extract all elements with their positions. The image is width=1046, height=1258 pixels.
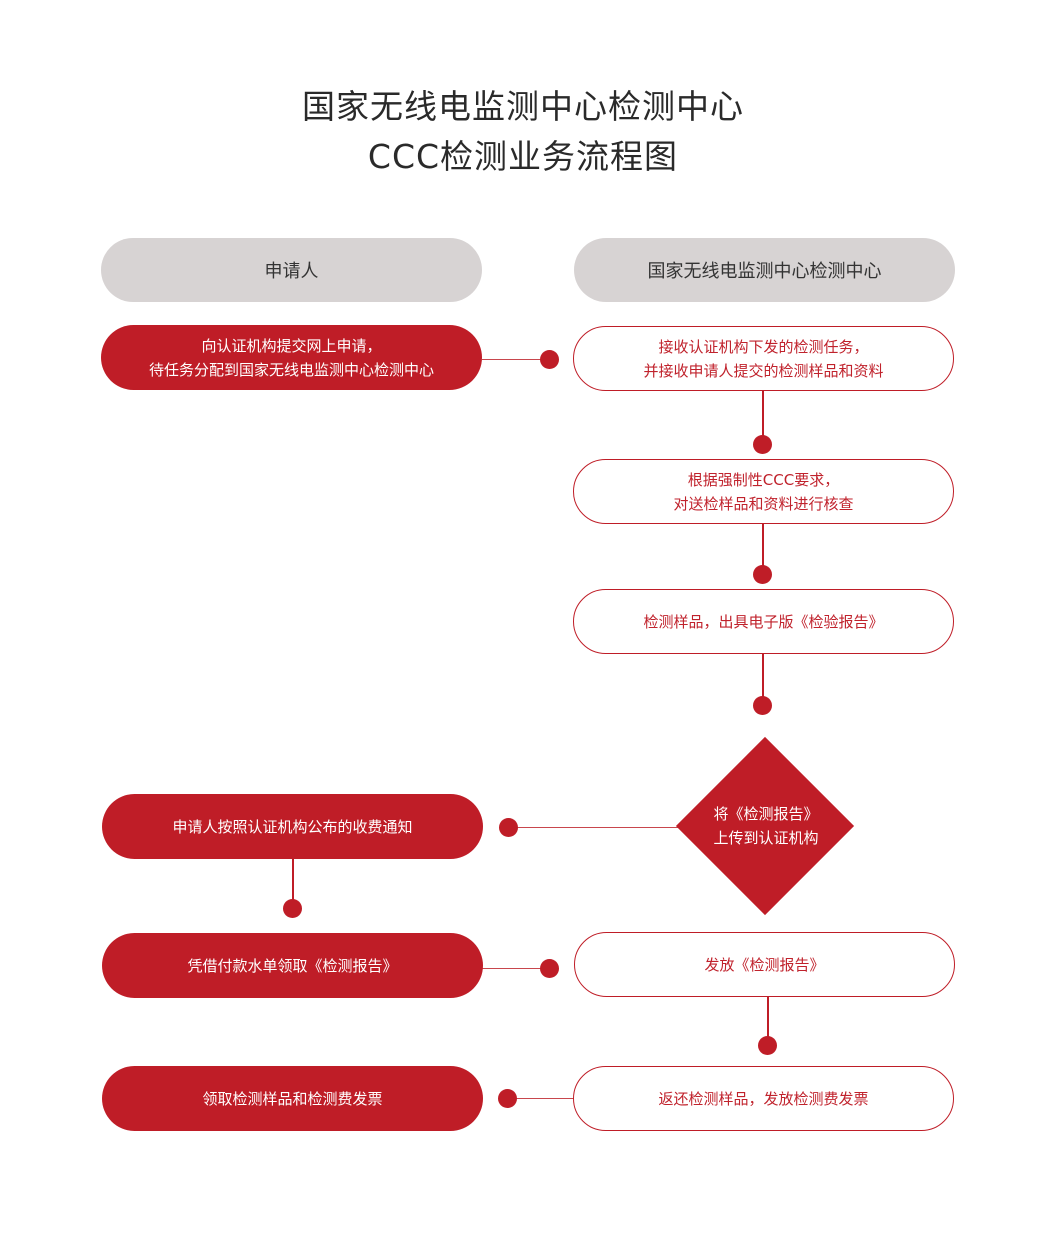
- connector-dot: [498, 1089, 517, 1108]
- step-receive-task-line1: 接收认证机构下发的检测任务，: [658, 337, 869, 356]
- diagram-subtitle: CCC检测业务流程图: [367, 137, 679, 176]
- lane-header-applicant-label: 申请人: [264, 261, 319, 282]
- step-upload-report: 将《检测报告》 上传到认证机构: [676, 802, 856, 850]
- step-issue-report: 发放《检测报告》: [574, 932, 955, 997]
- step-fee-notice-label: 申请人按照认证机构公布的收费通知: [172, 817, 413, 836]
- connector-upload-fee: [508, 827, 680, 828]
- step-collect-samples-label: 领取检测样品和检测费发票: [202, 1089, 383, 1108]
- connector-issue-return: [767, 997, 769, 1045]
- connector-verify-test: [762, 523, 764, 574]
- connector-issue-collect: [482, 968, 550, 969]
- lane-header-applicant: 申请人: [101, 238, 482, 302]
- connector-dot: [753, 696, 772, 715]
- step-fee-notice: 申请人按照认证机构公布的收费通知: [102, 794, 483, 859]
- connector-apply-receive: [482, 359, 550, 360]
- connector-dot: [283, 899, 302, 918]
- connector-dot: [540, 350, 559, 369]
- diagram-title: 国家无线电监测中心检测中心: [302, 87, 744, 126]
- connector-dot: [758, 1036, 777, 1055]
- step-collect-report: 凭借付款水单领取《检测报告》: [102, 933, 483, 998]
- connector-dot: [540, 959, 559, 978]
- step-verify-samples: 根据强制性CCC要求， 对送检样品和资料进行核查: [573, 459, 954, 524]
- step-test-report-label: 检测样品，出具电子版《检验报告》: [643, 612, 884, 631]
- step-apply-online: 向认证机构提交网上申请， 待任务分配到国家无线电监测中心检测中心: [101, 325, 482, 390]
- step-apply-online-line2: 待任务分配到国家无线电监测中心检测中心: [148, 360, 434, 379]
- step-receive-task-line2: 并接收申请人提交的检测样品和资料: [643, 361, 884, 380]
- step-return-samples: 返还检测样品，发放检测费发票: [573, 1066, 954, 1131]
- step-collect-report-label: 凭借付款水单领取《检测报告》: [187, 956, 398, 975]
- connector-receive-verify: [762, 390, 764, 444]
- connector-dot: [753, 565, 772, 584]
- lane-header-center: 国家无线电监测中心检测中心: [574, 238, 955, 302]
- step-upload-report-line2: 上传到认证机构: [713, 829, 819, 847]
- connector-dot: [753, 435, 772, 454]
- step-upload-report-line1: 将《检测报告》: [713, 805, 819, 823]
- step-issue-report-label: 发放《检测报告》: [704, 955, 825, 974]
- step-apply-online-line1: 向认证机构提交网上申请，: [201, 336, 382, 355]
- step-return-samples-label: 返还检测样品，发放检测费发票: [658, 1089, 869, 1108]
- step-test-report: 检测样品，出具电子版《检验报告》: [573, 589, 954, 654]
- step-receive-task: 接收认证机构下发的检测任务， 并接收申请人提交的检测样品和资料: [573, 326, 954, 391]
- step-verify-samples-line1: 根据强制性CCC要求，: [687, 470, 840, 489]
- lane-header-center-label: 国家无线电监测中心检测中心: [647, 261, 882, 282]
- connector-dot: [499, 818, 518, 837]
- connector-return-samples: [508, 1098, 574, 1099]
- step-verify-samples-line2: 对送检样品和资料进行核查: [673, 494, 854, 513]
- step-collect-samples: 领取检测样品和检测费发票: [102, 1066, 483, 1131]
- connector-fee-collect: [292, 858, 294, 908]
- connector-test-upload: [762, 653, 764, 705]
